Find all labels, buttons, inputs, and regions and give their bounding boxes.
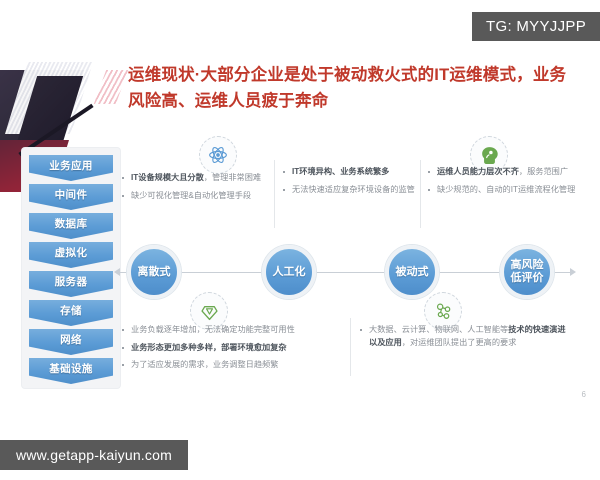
flow-circle-label: 离散式: [137, 265, 171, 278]
list-item: 大数据、云计算、物联网、人工智能等技术的快速演进以及应用，对运维团队提出了更高的…: [360, 324, 572, 349]
bullet-rest: 缺少可视化管理&自动化管理手段: [131, 190, 252, 200]
bottom-white-band: [0, 472, 600, 480]
stack-item-1[interactable]: 中间件: [29, 184, 113, 210]
bullet-rest: ，管理非常困难: [203, 173, 262, 182]
flow-connector-line: [120, 272, 572, 273]
bullet-rest: 业务负载逐年增加，无法确定功能完整可用性: [131, 325, 295, 334]
bullet-list: IT环境异构、业务系统繁多 无法快速适应复杂环境设备的监管: [283, 166, 423, 196]
list-item: IT设备规模大且分散，管理非常困难: [122, 172, 268, 185]
flow-circle-label-line2: 低评价: [510, 272, 544, 284]
page-title: 运维现状·大部分企业是处于被动救火式的IT运维模式，业务风险高、运维人员疲于奔命: [128, 66, 567, 110]
stack-item-label: 数据库: [54, 218, 88, 230]
bullet-column-bottom-0: 业务负载逐年增加，无法确定功能完整可用性 业务形态更加多种多样，部署环境愈加复杂…: [122, 324, 344, 377]
url-watermark: www.getapp-kaiyun.com: [0, 440, 188, 470]
stack-item-0[interactable]: 业务应用: [29, 155, 113, 181]
bullet-rest: 无法快速适应复杂环境设备的监管: [292, 184, 415, 194]
bullet-strong: 业务形态更加多种多样，部署环境愈加复杂: [131, 342, 287, 352]
flow-circle-label: 人工化: [272, 265, 306, 278]
list-item: 业务形态更加多种多样，部署环境愈加复杂: [122, 342, 344, 355]
list-item: IT环境异构、业务系统繁多: [283, 166, 423, 179]
stack-item-6[interactable]: 网络: [29, 329, 113, 355]
bullet-rest: ，服务范围广: [518, 167, 569, 176]
stack-item-label: 服务器: [54, 276, 88, 288]
flow-circle-discrete[interactable]: 离散式: [127, 245, 181, 299]
bullet-list: IT设备规模大且分散，管理非常困难 缺少可视化管理&自动化管理手段: [122, 172, 268, 202]
page-number: 6: [581, 390, 586, 399]
flow-arrow-right-icon: [570, 268, 576, 276]
list-item: 缺少规范的、自动的IT运维流程化管理: [428, 184, 578, 197]
stack-item-label: 中间件: [54, 189, 88, 201]
flow-circle-high-risk[interactable]: 高风险 低评价: [500, 245, 554, 299]
flow-circle-label: 被动式: [395, 265, 429, 278]
it-layer-stack: 业务应用 中间件 数据库 虚拟化 服务器 存储 网络 基础设施: [29, 155, 113, 387]
stack-item-4[interactable]: 服务器: [29, 271, 113, 297]
telegram-watermark: TG: MYYJJPP: [472, 12, 600, 41]
network-nodes-icon: [424, 292, 462, 330]
diamond-check-icon: [190, 292, 228, 330]
flow-circle-passive[interactable]: 被动式: [385, 245, 439, 299]
bullet-rest: 缺少规范的、自动的IT运维流程化管理: [437, 184, 576, 194]
corner-hatch-pattern: [4, 62, 94, 134]
bullet-strong: IT设备规模大且分散: [131, 173, 204, 182]
bullet-rest: ，对运维团队提出了更高的要求: [401, 337, 517, 347]
stack-item-3[interactable]: 虚拟化: [29, 242, 113, 268]
bullet-list: 运维人员能力层次不齐，服务范围广 缺少规范的、自动的IT运维流程化管理: [428, 166, 578, 196]
column-divider: [350, 318, 351, 376]
brain-head-icon: [470, 136, 508, 174]
bullet-column-bottom-1: 大数据、云计算、物联网、人工智能等技术的快速演进以及应用，对运维团队提出了更高的…: [360, 324, 572, 354]
list-item: 运维人员能力层次不齐，服务范围广: [428, 166, 578, 179]
bullet-list: 大数据、云计算、物联网、人工智能等技术的快速演进以及应用，对运维团队提出了更高的…: [360, 324, 572, 349]
list-item: 缺少可视化管理&自动化管理手段: [122, 190, 268, 203]
flow-arrow-left-icon: [114, 268, 120, 276]
stack-item-label: 虚拟化: [54, 247, 88, 259]
bullet-strong: 运维人员能力层次不齐: [437, 167, 519, 176]
bullet-pre: 大数据、云计算、物联网、人工智能等: [369, 325, 509, 334]
flow-circle-label-line1: 高风险: [510, 259, 544, 271]
stack-item-label: 存储: [60, 305, 82, 317]
title-hatch-accent: [93, 70, 129, 104]
bullet-column-top-0: IT设备规模大且分散，管理非常困难 缺少可视化管理&自动化管理手段: [122, 172, 268, 207]
column-divider: [420, 160, 421, 228]
list-item: 为了适应发展的需求，业务调整日趋频繁: [122, 359, 344, 372]
bullet-strong: 技术的快速演进以及应用: [369, 325, 566, 347]
stack-item-2[interactable]: 数据库: [29, 213, 113, 239]
stack-item-7[interactable]: 基础设施: [29, 358, 113, 384]
bullet-list: 业务负载逐年增加，无法确定功能完整可用性 业务形态更加多种多样，部署环境愈加复杂…: [122, 324, 344, 372]
flow-circle-manual[interactable]: 人工化: [262, 245, 316, 299]
stack-item-label: 业务应用: [49, 160, 93, 172]
bullet-column-top-1: IT环境异构、业务系统繁多 无法快速适应复杂环境设备的监管: [283, 166, 423, 201]
bullet-rest: 为了适应发展的需求，业务调整日趋频繁: [131, 360, 279, 369]
stack-item-label: 基础设施: [49, 363, 93, 375]
stack-item-label: 网络: [60, 334, 82, 346]
list-item: 无法快速适应复杂环境设备的监管: [283, 184, 423, 197]
column-divider: [274, 160, 275, 228]
atom-icon: [199, 136, 237, 174]
list-item: 业务负载逐年增加，无法确定功能完整可用性: [122, 324, 344, 337]
bullet-strong: IT环境异构、业务系统繁多: [292, 167, 390, 176]
flow-circle-label: 高风险 低评价: [511, 259, 544, 285]
stack-item-5[interactable]: 存储: [29, 300, 113, 326]
bullet-column-top-2: 运维人员能力层次不齐，服务范围广 缺少规范的、自动的IT运维流程化管理: [428, 166, 578, 201]
